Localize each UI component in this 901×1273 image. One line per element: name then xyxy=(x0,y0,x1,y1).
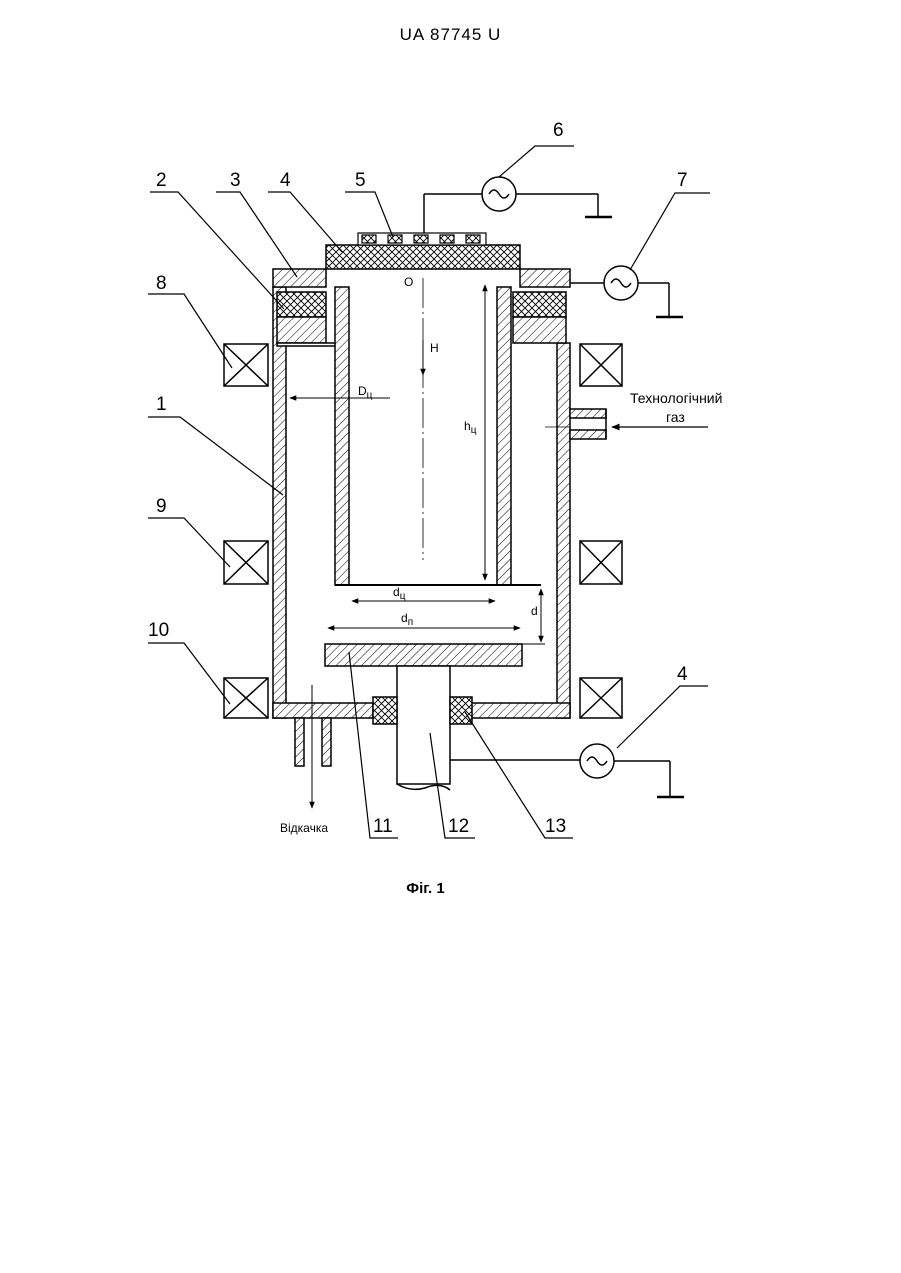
part-number-10: 10 xyxy=(148,620,169,641)
pumping-label: Відкачка xyxy=(280,821,328,835)
gas-label-line1: Технологічний xyxy=(630,390,722,406)
part-number-7: 7 xyxy=(677,170,688,191)
part-number-3: 3 xyxy=(230,170,241,191)
part-number-6: 6 xyxy=(553,120,564,141)
part-number-13: 13 xyxy=(545,816,566,837)
axis-h-label: H xyxy=(430,341,439,355)
part-number-1: 1 xyxy=(156,394,167,415)
substrate-holder xyxy=(325,644,522,666)
dim-d-label: d xyxy=(531,604,538,618)
inner-cylinder xyxy=(335,287,541,585)
axis-origin-label: O xyxy=(404,275,413,289)
part-number-11: 11 xyxy=(373,816,393,837)
part-number-2: 2 xyxy=(156,170,167,191)
part-number-4-top: 4 xyxy=(280,170,291,191)
flange-block xyxy=(277,292,566,346)
gas-label-line2: газ xyxy=(666,409,685,425)
part-number-12: 12 xyxy=(448,816,469,837)
dim-dc-label: dц xyxy=(393,585,406,602)
dim-dn-label: dп xyxy=(401,611,413,628)
part-number-4-bottom: 4 xyxy=(677,664,688,685)
figure-caption: Фіг. 1 xyxy=(0,880,851,897)
shaft xyxy=(397,666,450,790)
part-number-5: 5 xyxy=(355,170,366,191)
antenna-coil xyxy=(358,233,486,245)
insulator-plate xyxy=(326,245,520,269)
part-number-8: 8 xyxy=(156,273,167,294)
dim-hc-label: hц xyxy=(464,419,477,436)
part-number-9: 9 xyxy=(156,496,167,517)
